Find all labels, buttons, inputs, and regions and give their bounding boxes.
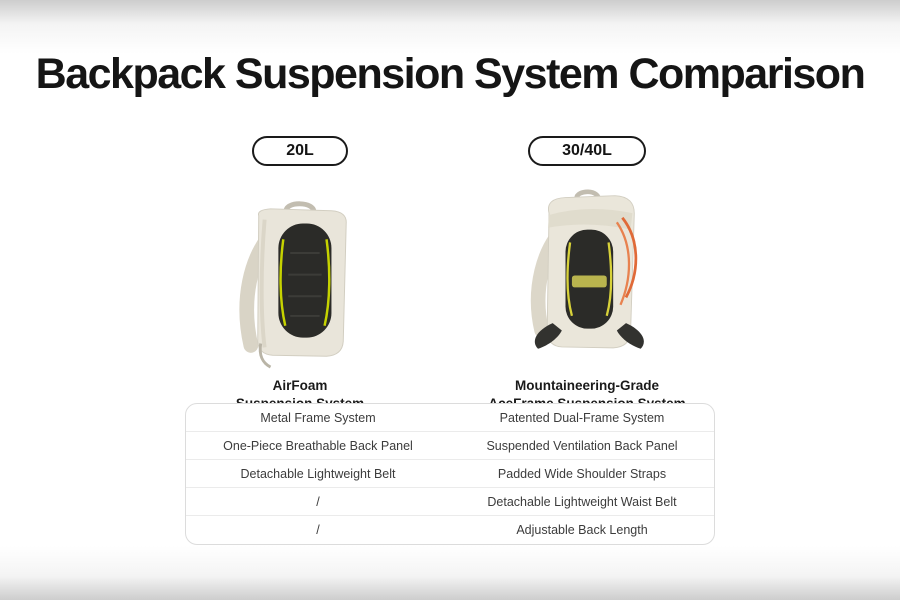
comparison-table: Metal Frame System Patented Dual-Frame S…: [185, 403, 715, 545]
product-image-20l: [220, 170, 380, 370]
backpack-20l-icon: [239, 201, 347, 369]
feature-cell-20l: Metal Frame System: [260, 410, 376, 425]
feature-cell-30-40l: Adjustable Back Length: [516, 523, 648, 537]
capacity-badge-30-40l: 30/40L: [528, 136, 646, 166]
comparison-row: One-Piece Breathable Back Panel Suspende…: [186, 432, 714, 460]
backpack-30-40l-icon: [530, 189, 644, 349]
comparison-row: Detachable Lightweight Belt Padded Wide …: [186, 460, 714, 488]
product-image-30-40l: [505, 170, 670, 370]
feature-cell-20l: Detachable Lightweight Belt: [240, 466, 396, 481]
page-title: Backpack Suspension System Comparison: [35, 50, 866, 98]
feature-cell-30-40l: Suspended Ventilation Back Panel: [486, 438, 678, 453]
comparison-row: / Detachable Lightweight Waist Belt: [186, 488, 714, 516]
comparison-row: / Adjustable Back Length: [186, 516, 714, 544]
feature-cell-20l: /: [316, 494, 320, 509]
feature-cell-30-40l: Detachable Lightweight Waist Belt: [487, 494, 677, 509]
feature-cell-20l: /: [316, 523, 320, 537]
feature-cell-30-40l: Padded Wide Shoulder Straps: [497, 466, 667, 481]
capacity-badge-20l: 20L: [252, 136, 348, 166]
feature-cell-20l: One-Piece Breathable Back Panel: [223, 438, 413, 453]
product-name-line1: Mountaineering-Grade: [514, 378, 659, 393]
product-column-30-40l: 30/40L: [437, 136, 737, 413]
comparison-row: Metal Frame System Patented Dual-Frame S…: [186, 404, 714, 432]
product-name-line1: AirFoam: [272, 378, 328, 393]
feature-cell-30-40l: Patented Dual-Frame System: [499, 410, 665, 425]
product-column-20l: 20L: [150, 136, 450, 413]
